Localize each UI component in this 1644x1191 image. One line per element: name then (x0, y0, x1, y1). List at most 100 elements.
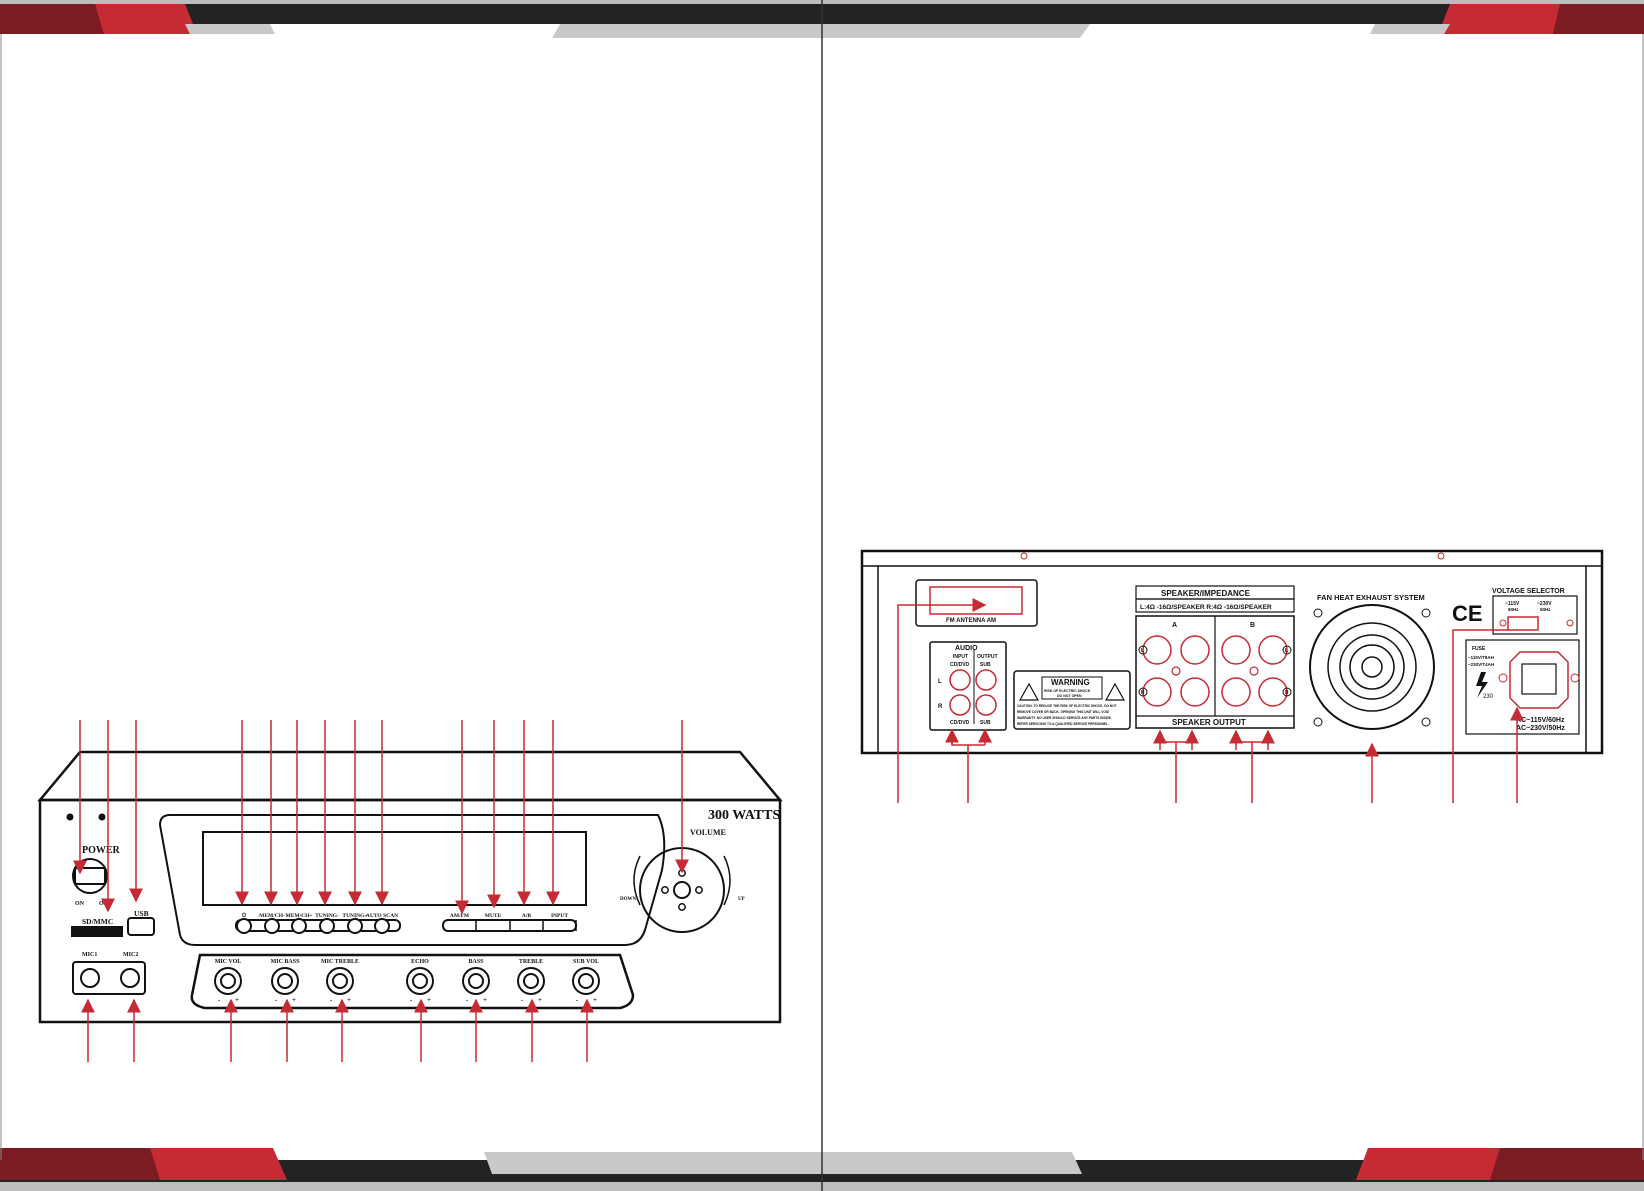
channel-badge-label: L (1141, 648, 1144, 654)
cd-dvd-input-r-jack[interactable] (949, 694, 971, 716)
knob-inner (468, 973, 484, 989)
knob-6[interactable] (572, 967, 600, 995)
knob-label: BASS (468, 959, 484, 965)
voltage-selector-box (1492, 595, 1578, 635)
speaker-terminal[interactable] (1180, 635, 1210, 665)
channel-badge (1282, 687, 1292, 697)
audio-callout-bracket (951, 730, 985, 746)
front-button-label: AUTO SCAN (366, 913, 398, 919)
speaker-terminal[interactable] (1258, 635, 1288, 665)
front-button-5[interactable] (374, 918, 390, 934)
right-button-0[interactable] (444, 921, 475, 930)
speaker-terminal[interactable] (1221, 677, 1251, 707)
cddvd-bottom-label: CD/DVD (950, 720, 970, 726)
fan-ring-2 (1327, 622, 1417, 712)
front-button-2[interactable] (291, 918, 307, 934)
speaker-group-a-label: A (1172, 622, 1177, 629)
knob-inner (578, 973, 594, 989)
voltage-selector-switch[interactable] (1507, 616, 1539, 631)
warning-sub2: DO NOT OPEN (1057, 694, 1082, 698)
voltage-mark-label: 230 (1483, 694, 1494, 700)
right-button-label: INPUT (551, 913, 568, 919)
right-button-1[interactable] (477, 921, 509, 930)
rear-panel-labels: FM ANTENNA AM AUDIO INPUT OUTPUT CD/DVD … (938, 588, 1565, 732)
cd-dvd-input-l-jack[interactable] (949, 669, 971, 691)
volume-up-label: UP (738, 897, 745, 902)
front-button-4[interactable] (347, 918, 363, 934)
mic2-label: MIC2 (123, 952, 138, 958)
front-button-label: TUNING+ (342, 913, 367, 919)
v115-label: ~115V (1505, 601, 1520, 607)
front-button-3[interactable] (319, 918, 335, 934)
rear-chassis-outer (860, 549, 1604, 755)
ac-inlet-inner (1521, 663, 1557, 695)
speaker-impedance-title: SPEAKER/IMPEDANCE (1161, 589, 1251, 598)
warning-title-box (1041, 676, 1103, 700)
knob-plus: + (235, 996, 239, 1004)
knob-plus: + (538, 996, 542, 1004)
voltage-selector-callout-line (1452, 629, 1508, 803)
fan-hub (1361, 656, 1383, 678)
sd-card-slot[interactable] (71, 926, 123, 937)
speaker-output-label: SPEAKER OUTPUT (1172, 718, 1246, 727)
volume-up-arc (723, 855, 731, 906)
knob-1[interactable] (271, 967, 299, 995)
front-chassis-body (38, 798, 782, 1024)
ac-power-box (1465, 639, 1580, 735)
speaker-terminal[interactable] (1258, 677, 1288, 707)
fan-screw (1421, 717, 1431, 727)
knob-0[interactable] (214, 967, 242, 995)
knob-inner (523, 973, 539, 989)
volume-mark-dot (695, 886, 703, 894)
mic2-jack[interactable] (120, 968, 140, 988)
v230-label: ~230V (1537, 601, 1552, 607)
right-button-3[interactable] (544, 921, 575, 930)
mic1-label: MIC1 (82, 952, 97, 958)
power-switch-slot (74, 867, 106, 885)
speaker-terminal[interactable] (1221, 635, 1251, 665)
antenna-callout-arrow (897, 598, 987, 803)
sub-output-jack-top[interactable] (975, 669, 997, 691)
front-chassis-top (37, 750, 783, 802)
ac-inlet-socket[interactable] (1509, 651, 1569, 709)
speaker-terminal[interactable] (1142, 635, 1172, 665)
antenna-connector[interactable] (929, 586, 1023, 615)
knob-inner (277, 973, 293, 989)
front-button-label: ⏻ (242, 912, 247, 919)
channel-badge-label: R (1285, 690, 1289, 696)
usb-port[interactable] (127, 917, 155, 936)
knob-inner (220, 973, 236, 989)
knob-2[interactable] (326, 967, 354, 995)
mic1-jack[interactable] (80, 968, 100, 988)
right-button-2[interactable] (511, 921, 542, 930)
output-label: OUTPUT (977, 654, 998, 660)
selector-screw (1499, 619, 1507, 627)
front-button-1[interactable] (264, 918, 280, 934)
front-button-0[interactable] (236, 918, 252, 934)
volume-label: VOLUME (690, 828, 726, 837)
sub-output-jack-bottom[interactable] (975, 694, 997, 716)
warning-title: WARNING (1051, 678, 1090, 687)
hz50-label: 50Hz (1540, 607, 1551, 612)
sdmmc-label: SD/MMC (82, 917, 113, 926)
screw-hole (1020, 552, 1028, 560)
fan-ring-3 (1339, 634, 1405, 700)
warning-sub1: RISK OF ELECTRIC SHOCK (1044, 689, 1091, 693)
ac-inlet-screw (1570, 673, 1580, 683)
power-knob[interactable] (72, 858, 108, 894)
speaker-terminal[interactable] (1142, 677, 1172, 707)
right-button-label: AM/FM (450, 913, 470, 919)
display-bezel (158, 814, 666, 946)
warning-body-line4: REFER SERVICING TO A QUALIFIED SERVICE P… (1017, 722, 1109, 726)
fuse-115-label: ~115V/T8AH (1468, 655, 1494, 660)
antenna-box (915, 579, 1038, 627)
knob-4[interactable] (462, 967, 490, 995)
rear-panel-diagram (860, 549, 1604, 755)
audio-label: AUDIO (955, 645, 978, 652)
fan-ring-4 (1349, 644, 1395, 690)
speaker-terminal[interactable] (1180, 677, 1210, 707)
knob-3[interactable] (406, 967, 434, 995)
knob-5[interactable] (517, 967, 545, 995)
hz60-label: 60Hz (1508, 607, 1519, 612)
